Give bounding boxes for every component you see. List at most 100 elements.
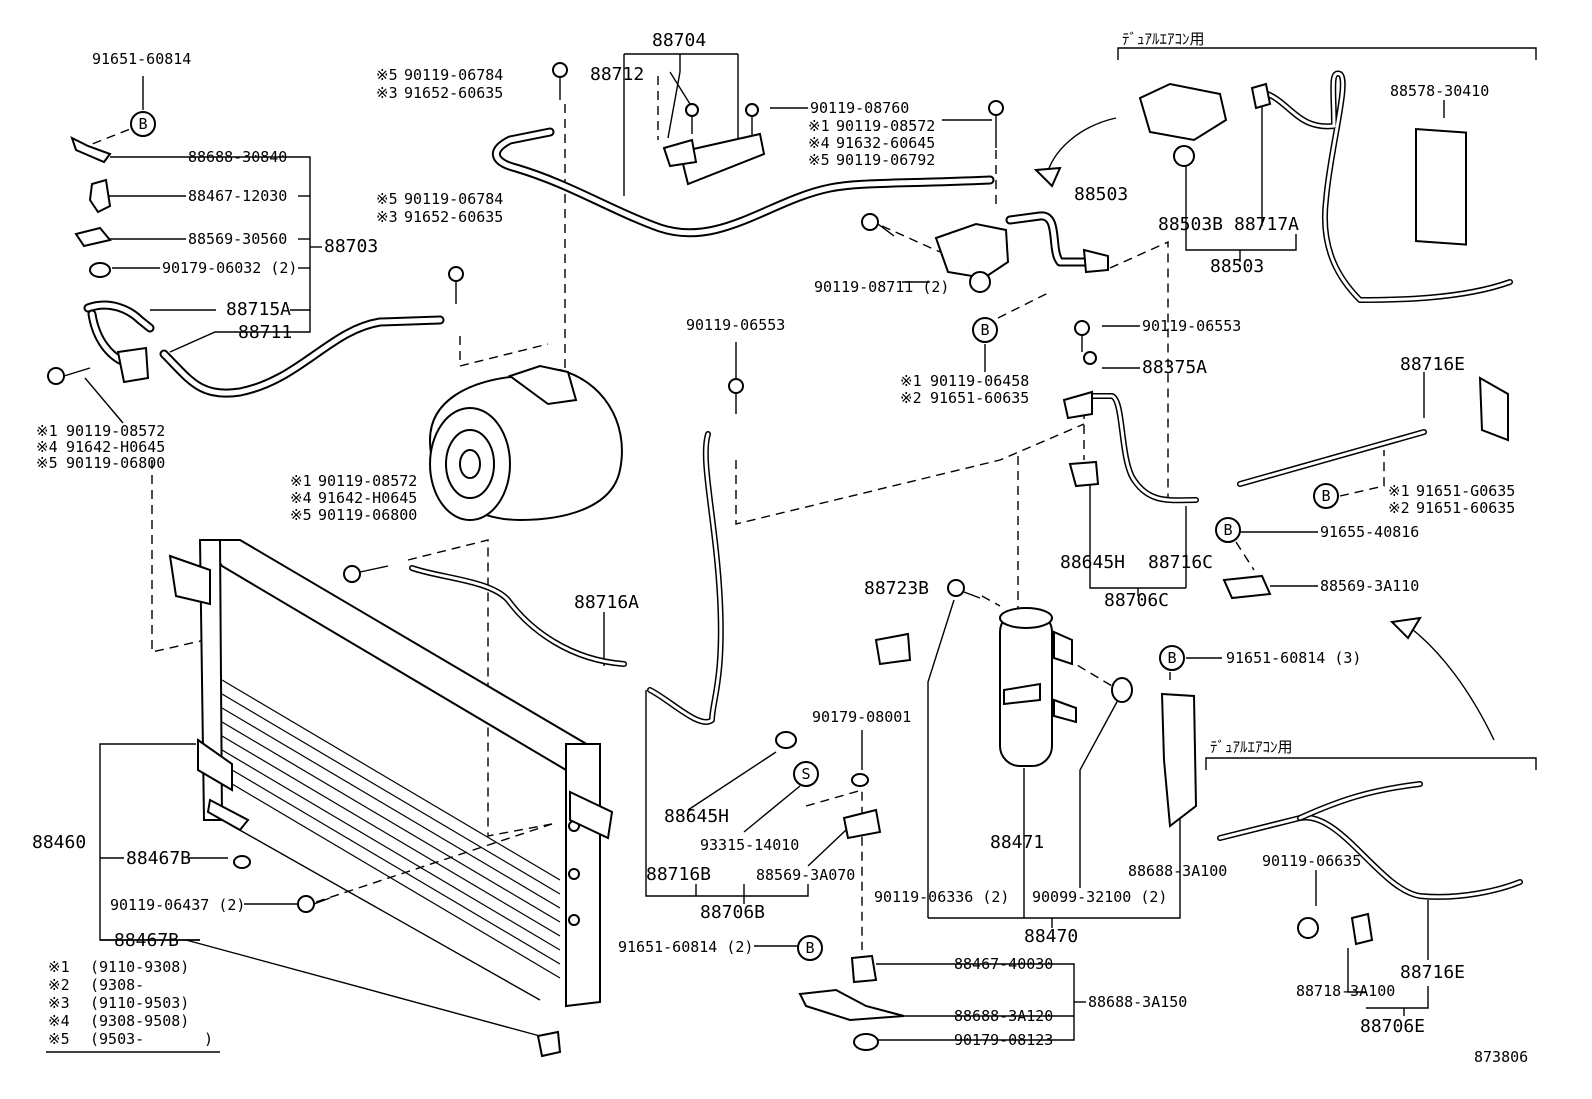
label-88503: 88503 xyxy=(1074,184,1128,205)
label-90179-08123: 90179-08123 xyxy=(954,1031,1053,1049)
pipes xyxy=(83,70,1523,900)
legend-range-4: (9308-9508) xyxy=(90,1012,189,1030)
label-g4-a: 90119-08572 xyxy=(836,117,935,135)
mark-g3-5: ※5 xyxy=(376,190,398,208)
label-88645H: 88645H xyxy=(664,806,729,827)
label-sheet xyxy=(1415,127,1467,246)
label-90179-06032: 90179-06032 (2) xyxy=(162,259,297,277)
label-88578-30410: 88578-30410 xyxy=(1390,82,1489,100)
circle-b-3: B xyxy=(1321,487,1330,505)
leader-lines xyxy=(46,47,1537,1053)
legend-mark-4: ※4 xyxy=(48,1012,70,1030)
label-g5-b: 91651-60635 xyxy=(930,389,1029,407)
label-90119-06336: 90119-06336 (2) xyxy=(874,888,1009,906)
label-88716B: 88716B xyxy=(646,864,711,885)
label-88706B: 88706B xyxy=(700,902,765,923)
mark-g7-5: ※5 xyxy=(290,506,312,524)
label-g4-c: 90119-06792 xyxy=(836,151,935,169)
receiver-drier xyxy=(999,607,1077,767)
bolts xyxy=(47,62,1090,913)
circle-s: S xyxy=(801,765,810,783)
expansion-valve xyxy=(934,222,1109,293)
label-93315-14010: 93315-14010 xyxy=(700,836,799,854)
label-g1-a: 90119-08572 xyxy=(66,422,165,440)
label-88716E-top: 88716E xyxy=(1400,354,1465,375)
compressor xyxy=(428,364,623,522)
label-88503-dual: 88503 xyxy=(1210,256,1264,277)
mark-g7-1: ※1 xyxy=(290,472,312,490)
label-88375A: 88375A xyxy=(1142,357,1207,378)
label-88706C: 88706C xyxy=(1104,590,1169,611)
label-88706E: 88706E xyxy=(1360,1016,1425,1037)
label-90119-06553-mid: 90119-06553 xyxy=(686,316,785,334)
label-g1-b: 91642-H0645 xyxy=(66,438,165,456)
label-g7-a: 90119-08572 xyxy=(318,472,417,490)
label-88712: 88712 xyxy=(590,64,644,85)
label-88688-30840: 88688-30840 xyxy=(188,148,287,166)
label-91655-40816: 91655-40816 xyxy=(1320,523,1419,541)
label-dual-ac-bottom: ﾃﾞｭｱﾙｴｱｺﾝ用 xyxy=(1210,738,1293,756)
small-parts xyxy=(70,132,1509,1058)
label-88503B: 88503B xyxy=(1158,214,1223,235)
legend-range-2: (9308- xyxy=(90,976,144,994)
label-g7-c: 90119-06800 xyxy=(318,506,417,524)
label-g4-b: 91632-60645 xyxy=(836,134,935,152)
circle-b-4: B xyxy=(1223,521,1232,539)
mark-g5-2: ※2 xyxy=(900,389,922,407)
label-g5-a: 90119-06458 xyxy=(930,372,1029,390)
label-88569-3A070: 88569-3A070 xyxy=(756,866,855,884)
label-88467-12030: 88467-12030 xyxy=(188,187,287,205)
label-88569-30560: 88569-30560 xyxy=(188,230,287,248)
legend-range-1: (9110-9308) xyxy=(90,958,189,976)
legend-mark-2: ※2 xyxy=(48,976,70,994)
label-90099-32100: 90099-32100 (2) xyxy=(1032,888,1167,906)
label-88688-3A120: 88688-3A120 xyxy=(954,1007,1053,1025)
circle-b-5: B xyxy=(1167,649,1176,667)
legend-mark-1: ※1 xyxy=(48,958,70,976)
circle-b-6: B xyxy=(805,939,814,957)
label-88460: 88460 xyxy=(32,832,86,853)
label-91651-60814-2: 91651-60814 (2) xyxy=(618,938,753,956)
circle-markers xyxy=(130,111,1339,961)
mark-g1-4: ※4 xyxy=(36,438,58,456)
label-g2-a: 90119-06784 xyxy=(404,66,503,84)
part-labels: 91651-60814 88688-30840 88467-12030 8856… xyxy=(32,30,1528,1066)
label-90119-06553-right: 90119-06553 xyxy=(1142,317,1241,335)
label-88716A: 88716A xyxy=(574,592,639,613)
label-88688-3A150: 88688-3A150 xyxy=(1088,993,1187,1011)
label-g6-b: 91651-60635 xyxy=(1416,499,1515,517)
label-88716C: 88716C xyxy=(1148,552,1213,573)
circle-b-1: B xyxy=(138,115,147,133)
label-88723B: 88723B xyxy=(864,578,929,599)
mark-g3-3: ※3 xyxy=(376,208,398,226)
label-88704: 88704 xyxy=(652,30,706,51)
label-88471: 88471 xyxy=(990,832,1044,853)
label-91651-60814: 91651-60814 xyxy=(92,50,191,68)
legend-mark-3: ※3 xyxy=(48,994,70,1012)
mark-g4-4: ※4 xyxy=(808,134,830,152)
label-90119-08711: 90119-08711 (2) xyxy=(814,278,949,296)
label-88703: 88703 xyxy=(324,236,378,257)
dual-ac-arrows xyxy=(1033,117,1495,741)
mark-g2-3: ※3 xyxy=(376,84,398,102)
label-88711: 88711 xyxy=(238,322,292,343)
mark-g5-1: ※1 xyxy=(900,372,922,390)
condenser xyxy=(168,539,614,1008)
diagram-id: 873806 xyxy=(1474,1048,1528,1066)
label-88569-3A110: 88569-3A110 xyxy=(1320,577,1419,595)
mark-g4-5: ※5 xyxy=(808,151,830,169)
mark-g6-1: ※1 xyxy=(1388,482,1410,500)
label-dual-ac-top: ﾃﾞｭｱﾙｴｱｺﾝ用 xyxy=(1122,30,1205,48)
label-88467-40030: 88467-40030 xyxy=(954,955,1053,973)
mark-g2-5: ※5 xyxy=(376,66,398,84)
label-g1-c: 90119-06800 xyxy=(66,454,165,472)
label-88470: 88470 xyxy=(1024,926,1078,947)
label-90119-06437: 90119-06437 (2) xyxy=(110,896,245,914)
label-88645H-right: 88645H xyxy=(1060,552,1125,573)
label-88718-3A100: 88718-3A100 xyxy=(1296,982,1395,1000)
dual-ac-valve xyxy=(1138,82,1272,167)
legend-range-5: (9503- xyxy=(90,1030,144,1048)
legend-range-3: (9110-9503) xyxy=(90,994,189,1012)
label-90119-08760: 90119-08760 xyxy=(810,99,909,117)
